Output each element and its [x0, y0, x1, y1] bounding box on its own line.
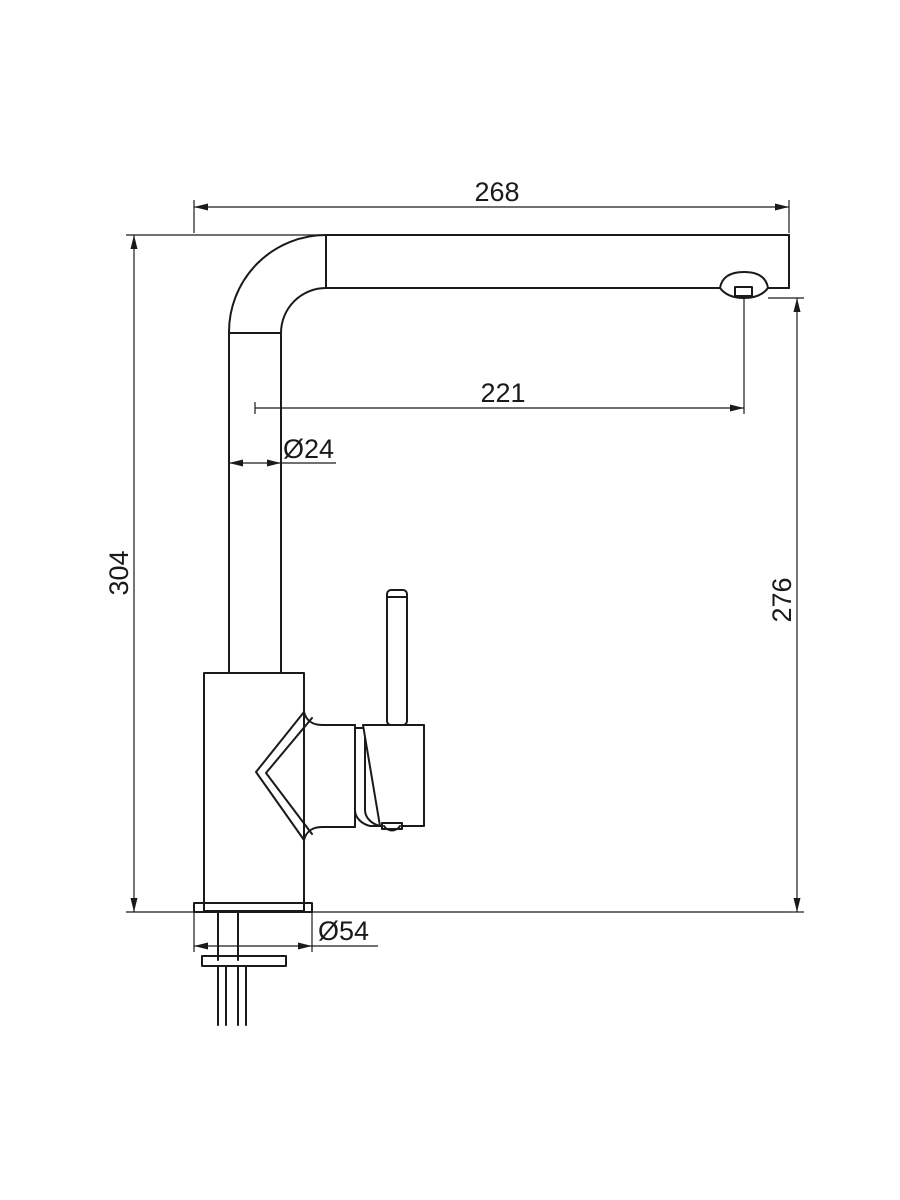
spout-bend: [227, 234, 327, 334]
dimension-spout-reach: 221: [254, 298, 745, 414]
dimension-overall-width: 268: [193, 177, 790, 233]
riser-tube: [228, 332, 282, 674]
aerator: [719, 271, 769, 299]
lever-hub: [354, 724, 425, 832]
spout-height-label: 276: [767, 577, 797, 622]
dimension-overall-height: 304: [104, 234, 326, 913]
mixer-body: [203, 672, 305, 912]
horizontal-spout: [325, 234, 790, 289]
tube-diameter-label: Ø24: [283, 434, 334, 464]
base-diameter-label: Ø54: [318, 916, 369, 946]
spout-reach-label: 221: [480, 378, 525, 408]
overall-width-label: 268: [474, 177, 519, 207]
overall-height-label: 304: [104, 550, 134, 595]
lever-handle: [386, 589, 408, 726]
dimension-tube-diameter: Ø24: [229, 434, 336, 467]
mounting-base: [193, 902, 313, 1026]
dimension-base-diameter: Ø54: [193, 912, 378, 952]
valve-cartridge: [255, 711, 356, 841]
faucet-outline: [193, 234, 790, 1026]
dimension-spout-height: 276: [767, 297, 804, 913]
